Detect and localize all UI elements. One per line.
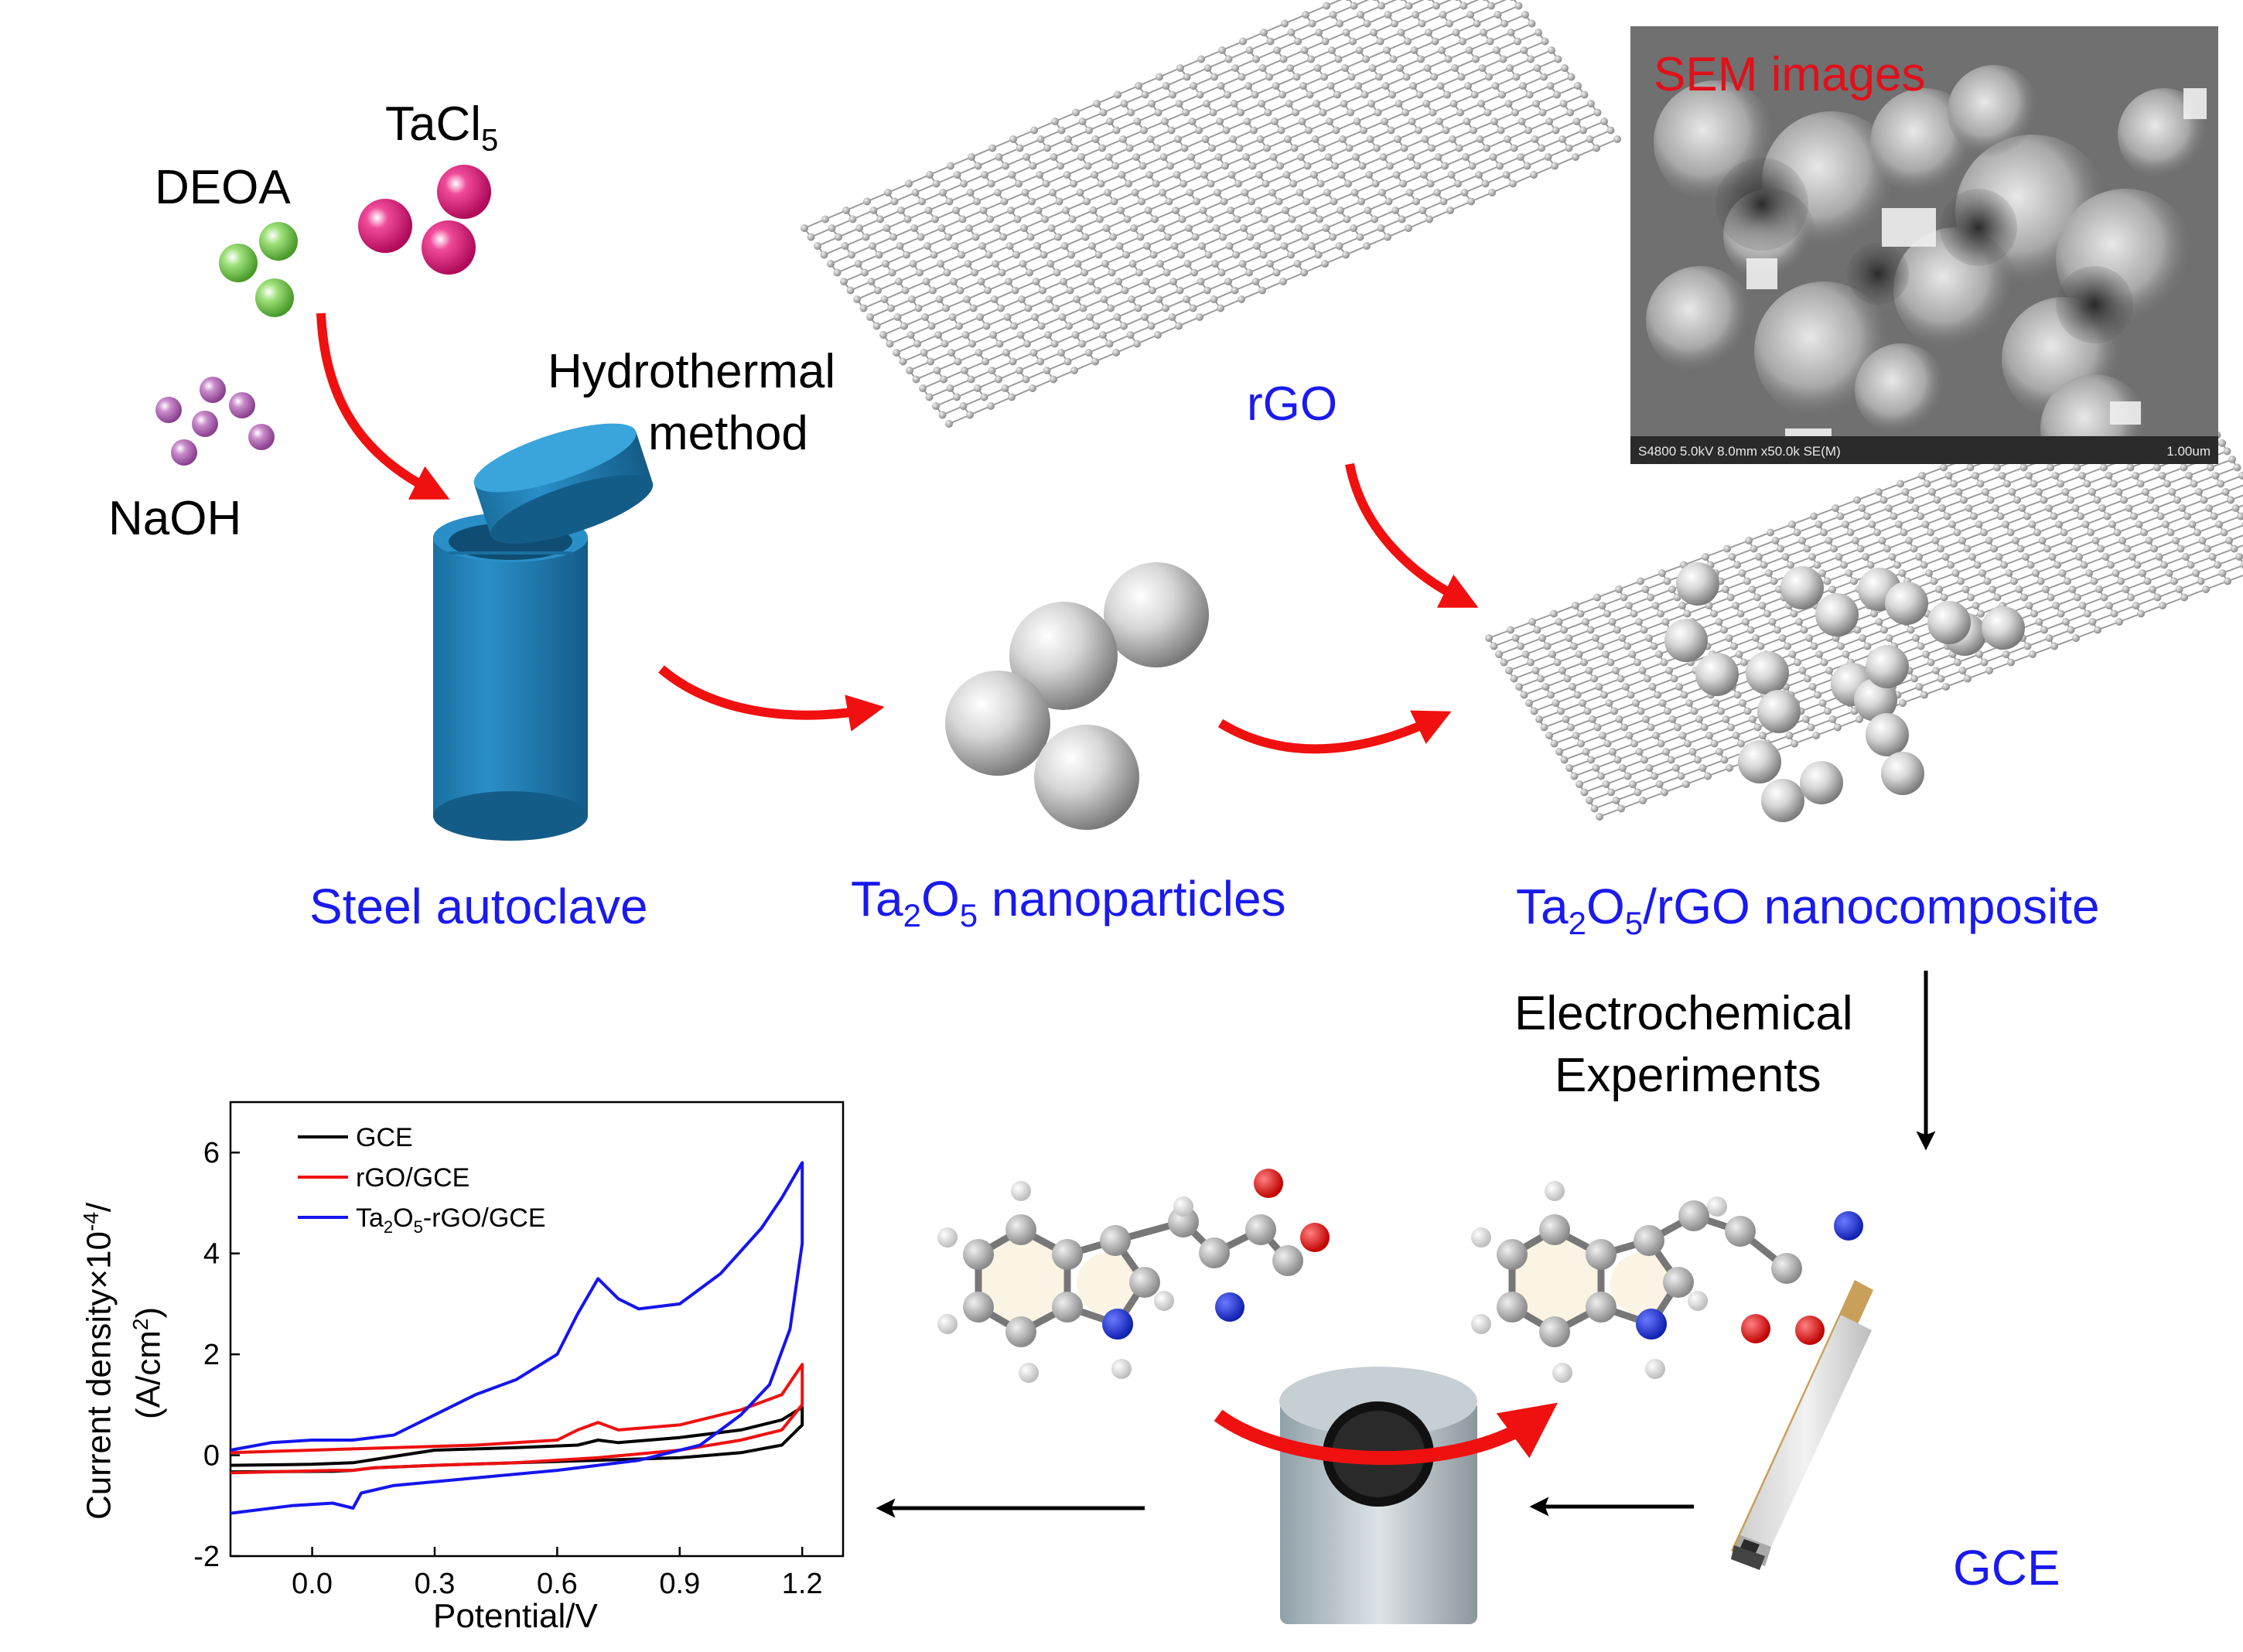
naoh-molecules xyxy=(155,377,275,466)
axis-ticks xyxy=(230,1151,804,1558)
electrochemical-label: Electrochemical xyxy=(1514,987,1853,1040)
cv-chart: 0.0 0.3 0.6 0.9 1.2 -2 0 2 4 6 GCE rGO/GCE Ta2O5-rG… xyxy=(193,1101,845,1600)
x-tick-label: 1.2 xyxy=(782,1568,823,1600)
rgo-label: rGO xyxy=(1247,377,1338,431)
sem-title: SEM images xyxy=(1654,48,1926,101)
experiments-label: Experiments xyxy=(1555,1049,1821,1102)
y-tick-label: 0 xyxy=(203,1440,220,1473)
legend-label-1: rGO/GCE xyxy=(356,1163,469,1193)
deoa-label: DEOA xyxy=(155,161,291,214)
series-line-2 xyxy=(230,1161,804,1515)
x-tick-label: 0.9 xyxy=(659,1568,700,1600)
method-label: method xyxy=(648,407,808,460)
y-tick-label: 4 xyxy=(203,1238,220,1271)
nanoparticles-label: Ta2O5 nanoparticles xyxy=(851,871,1286,934)
naoh-label: NaOH xyxy=(108,492,242,545)
oxidized-tryptophan-molecule xyxy=(1471,1181,1863,1383)
y-axis-label-line2: (A/cm2) xyxy=(128,1306,168,1419)
sem-image: SEM images S4800 5.0kV 8.0mm x50.0k SE(M… xyxy=(1630,26,2218,464)
series-line-1 xyxy=(230,1363,804,1475)
series-layer xyxy=(230,1161,804,1515)
deoa-molecules xyxy=(219,222,298,317)
x-tick-label: 0.6 xyxy=(537,1568,578,1600)
hydrothermal-label: Hydrothermal xyxy=(548,345,836,398)
tacl5-label: TaCl5 xyxy=(385,97,499,158)
y-tick-label: -2 xyxy=(193,1541,220,1573)
steel-autoclave xyxy=(433,423,654,841)
plot-frame xyxy=(229,1101,845,1558)
x-tick-label: 0.3 xyxy=(415,1568,456,1600)
sem-info: S4800 5.0kV 8.0mm x50.0k SE(M) xyxy=(1638,444,1841,459)
ta2o5-nanoparticles xyxy=(945,562,1209,830)
gce-label: GCE xyxy=(1953,1540,2060,1596)
composite-nanoparticles xyxy=(1664,562,2025,822)
legend-label-0: GCE xyxy=(356,1123,413,1152)
rgo-to-composite-arrow xyxy=(1345,462,1479,608)
tick-labels: 0.0 0.3 0.6 0.9 1.2 -2 0 2 4 6 xyxy=(193,1137,822,1600)
x-axis-label: Potential/V xyxy=(433,1597,598,1635)
reagents-arrow xyxy=(316,312,450,500)
legend: GCE rGO/GCE Ta2O5-rGO/GCE xyxy=(298,1123,546,1237)
legend-label-2: Ta2O5-rGO/GCE xyxy=(356,1203,546,1237)
composite-sheet xyxy=(1485,374,2243,821)
sem-scale: 1.00um xyxy=(2166,444,2211,459)
tacl5-molecules xyxy=(358,165,491,275)
sem-texture xyxy=(1630,26,2218,464)
np-to-composite-arrow xyxy=(1217,710,1452,754)
electrode-tip xyxy=(1279,1367,1477,1624)
nanocomposite-label: Ta2O5/rGO nanocomposite xyxy=(1516,879,2100,941)
x-tick-label: 0.0 xyxy=(292,1568,333,1600)
y-axis-label-line1: Current density×10-4/ xyxy=(79,1202,118,1520)
y-tick-label: 2 xyxy=(203,1339,220,1371)
rgo-sheet xyxy=(801,0,1621,428)
y-tick-label: 6 xyxy=(203,1137,220,1169)
oxidation-arrow xyxy=(1214,1402,1558,1465)
gce-electrode xyxy=(1731,1280,1873,1570)
tryptophan-molecule xyxy=(937,1169,1330,1383)
autoclave-to-np-arrow xyxy=(658,665,885,732)
autoclave-label: Steel autoclave xyxy=(309,879,648,934)
